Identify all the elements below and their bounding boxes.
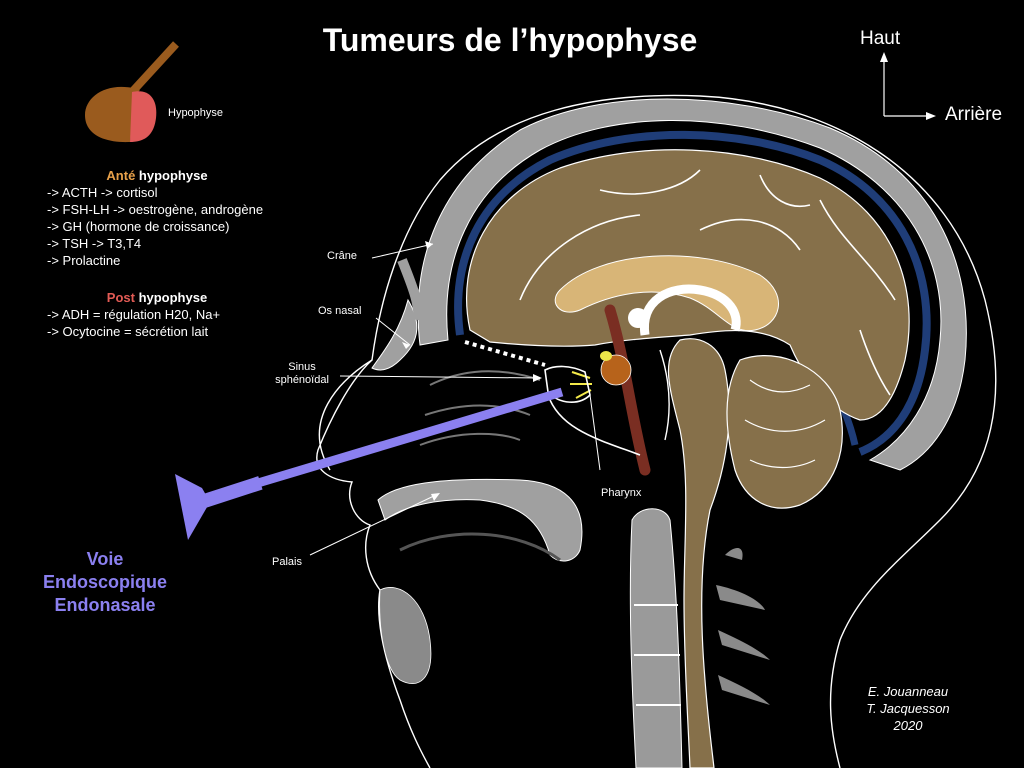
list-item: -> Ocytocine = sécrétion lait [47, 324, 209, 339]
anterior-pituitary-list: Anté hypophyse -> ACTH -> cortisol -> FS… [47, 167, 267, 269]
dura-mater [454, 130, 931, 456]
label-back: Arrière [945, 104, 1003, 125]
cerebellum [726, 355, 843, 509]
list-item: -> Prolactine [47, 253, 121, 268]
list-item: -> GH (hormone de croissance) [47, 219, 230, 234]
corpus-callosum [554, 255, 779, 332]
os-nasal-pointer [375, 317, 411, 346]
page-title: Tumeurs de l’hypophyse [322, 22, 698, 58]
endoscope-approach [175, 387, 564, 540]
label-pharynx: Pharynx [601, 487, 642, 499]
author-credit: E. Jouanneau T. Jacquesson 2020 [866, 684, 950, 733]
pituitary-icon-label: Hypophyse [168, 107, 224, 119]
pharynx-pointer [589, 394, 601, 471]
palais-pointer [309, 493, 439, 556]
list-item: -> FSH-LH -> oestrogène, androgène [47, 202, 264, 217]
cervical-spine [629, 508, 683, 768]
face-profile [316, 359, 431, 768]
sinus-pointer [339, 375, 541, 379]
skull-bone [417, 98, 967, 471]
nasal-bone [371, 298, 418, 371]
label-crane: Crâne [327, 250, 357, 262]
orientation-compass [880, 52, 936, 120]
mandible [379, 587, 432, 684]
palate [377, 478, 583, 562]
list-item: -> TSH -> T3,T4 [47, 236, 142, 251]
fornix [640, 284, 741, 336]
posterior-heading: Post hypophyse [106, 290, 208, 305]
pituitary-icon [85, 41, 179, 143]
anterior-heading: Anté hypophyse [106, 168, 208, 183]
label-palais: Palais [272, 556, 302, 568]
list-item: -> ACTH -> cortisol [47, 185, 158, 200]
endoscope-shaft [256, 387, 564, 488]
endoscope-handle [175, 474, 210, 540]
pharynx-wall [604, 304, 651, 476]
endoscope-grip [195, 476, 263, 510]
label-up: Haut [860, 28, 901, 49]
crane-pointer [371, 243, 434, 259]
head-outline [318, 94, 997, 768]
list-item: -> ADH = régulation H20, Na+ [47, 307, 221, 322]
approach-label: Voie Endoscopique Endonasale [42, 549, 167, 615]
posterior-pituitary-list: Post hypophyse -> ADH = régulation H20, … [47, 289, 267, 340]
label-sinus: Sinus sphénoïdal [275, 361, 329, 386]
pituitary-gland [600, 354, 632, 386]
label-os-nasal: Os nasal [318, 305, 362, 317]
